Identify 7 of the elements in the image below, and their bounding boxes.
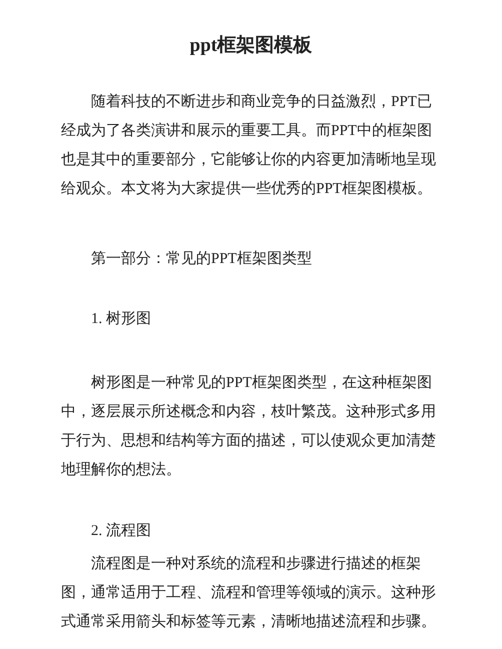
subsection-heading: 1. 树形图 [90, 310, 152, 329]
intro-paragraph: 随着科技的不断进步和商业竞争的日益激烈，PPT已经成为了各类演讲和展示的重要工具。而PPT中的框架图也是其中的重要部分，它能够让你的内容更加清晰地呈现给观众。本文将为大家提供一些优秀的PPT框架图模板。 [61, 92, 437, 199]
body-paragraph: 流程图是一种对系统的流程和步骤进行描述的框架图，通常适用于工程、流程和管理等领域的演示。这种形式通常采用箭头和标签等元素，清晰地描述流程和步骤。 [61, 554, 437, 632]
section-heading: 第一部分：常见的PPT框架图类型 [90, 250, 313, 269]
document-title: ppt框架图模板 [188, 34, 314, 58]
body-paragraph: 树形图是一种常见的PPT框架图类型，在这种框架图中，逐层展示所述概念和内容，枝叶繁茂。这种形式多用于行为、思想和结构等方面的描述，可以使观众更加清楚地理解你的想法。 [61, 374, 437, 480]
subsection-heading: 2. 流程图 [90, 521, 152, 541]
